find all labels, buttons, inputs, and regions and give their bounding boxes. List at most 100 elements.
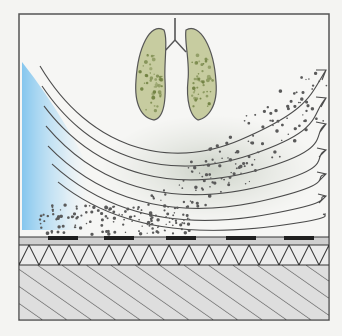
lung-spot — [144, 60, 148, 64]
lung-spot — [149, 67, 152, 70]
dust-particle — [221, 178, 223, 180]
dust-particle — [281, 124, 284, 127]
dust-particle — [305, 110, 307, 112]
lung-spot — [149, 63, 151, 65]
dust-particle — [40, 223, 42, 225]
dust-particle — [76, 216, 79, 219]
dust-particle — [63, 231, 66, 234]
dust-particle — [165, 216, 166, 217]
dust-particle — [187, 217, 189, 219]
dust-particle — [221, 158, 223, 160]
lung-spot — [198, 78, 201, 81]
dust-particle — [311, 107, 314, 110]
lung-spot — [161, 85, 163, 87]
dust-particle — [84, 205, 87, 208]
dust-particle — [300, 97, 303, 100]
dust-particle — [163, 204, 166, 207]
dust-particle — [73, 212, 76, 215]
dust-particle — [244, 165, 246, 167]
dust-particle — [218, 164, 221, 167]
dust-particle — [216, 144, 219, 147]
lung-spot — [146, 75, 149, 78]
dust-particle — [108, 208, 110, 210]
lung-spot — [191, 95, 193, 97]
lung-spot — [154, 91, 156, 93]
lung-spot — [196, 53, 200, 57]
dust-particle — [124, 210, 127, 213]
dust-particle — [230, 172, 231, 173]
dust-particle — [302, 114, 303, 115]
dust-particle — [148, 225, 150, 227]
dust-particle — [166, 212, 169, 215]
dust-particle — [150, 220, 153, 223]
dust-particle — [298, 124, 301, 127]
dust-particle — [121, 214, 123, 216]
dust-particle — [240, 173, 241, 174]
dust-particle — [286, 117, 288, 119]
dust-particle — [190, 160, 193, 163]
lung-spot — [206, 91, 208, 93]
dust-particle — [76, 205, 78, 207]
dust-particle — [80, 215, 82, 217]
dust-particle — [97, 209, 100, 212]
lung-spot — [151, 55, 154, 58]
lung-spot — [202, 91, 204, 93]
lung-spot — [144, 83, 145, 84]
dust-particle — [76, 208, 78, 210]
dust-particle — [101, 230, 104, 233]
dust-particle — [139, 232, 142, 235]
dust-particle — [183, 180, 185, 182]
dust-particle — [67, 216, 70, 219]
lung-spot — [198, 73, 200, 75]
dust-particle — [214, 162, 215, 163]
dust-particle — [163, 189, 165, 191]
dust-particle — [269, 112, 272, 115]
lung-spot — [196, 87, 198, 89]
dust-particle — [254, 169, 257, 172]
dust-particle — [134, 215, 136, 217]
dust-particle — [157, 227, 159, 229]
dust-particle — [271, 119, 274, 122]
dust-particle — [52, 206, 54, 208]
lung-spot — [202, 84, 204, 86]
dust-particle — [122, 223, 124, 225]
dust-particle — [330, 86, 331, 87]
dust-particle — [196, 202, 199, 205]
dust-particle — [151, 223, 154, 226]
dust-particle — [288, 133, 290, 135]
dust-particle — [293, 139, 297, 143]
dust-particle — [300, 76, 303, 79]
lung-spot — [151, 92, 154, 95]
dust-particle — [123, 219, 125, 221]
dust-particle — [223, 179, 225, 181]
dust-particle — [74, 224, 76, 226]
dust-particle — [257, 151, 258, 152]
dust-particle — [191, 201, 193, 203]
dust-particle — [275, 129, 278, 132]
dust-particle — [62, 225, 65, 228]
dust-particle — [194, 186, 197, 189]
dust-particle — [269, 120, 271, 122]
lung-spot — [154, 78, 157, 81]
dust-particle — [101, 218, 104, 221]
dust-particle — [89, 205, 91, 207]
lung-spot — [145, 109, 147, 111]
dust-particle — [107, 217, 109, 219]
dust-particle — [191, 170, 193, 172]
dust-particle — [205, 160, 208, 163]
dust-particle — [296, 91, 298, 93]
dust-particle — [40, 227, 42, 229]
dust-particle — [92, 206, 95, 209]
dust-particle — [261, 125, 264, 128]
lung-spot — [146, 82, 149, 85]
dust-particle — [305, 101, 308, 104]
dust-particle — [107, 232, 110, 235]
dust-particle — [57, 231, 60, 234]
dust-particle — [208, 173, 211, 176]
dust-particle — [322, 120, 324, 122]
dust-particle — [274, 109, 277, 112]
dust-particle — [246, 115, 248, 117]
dust-particle — [126, 208, 129, 211]
dust-particle — [219, 150, 221, 152]
